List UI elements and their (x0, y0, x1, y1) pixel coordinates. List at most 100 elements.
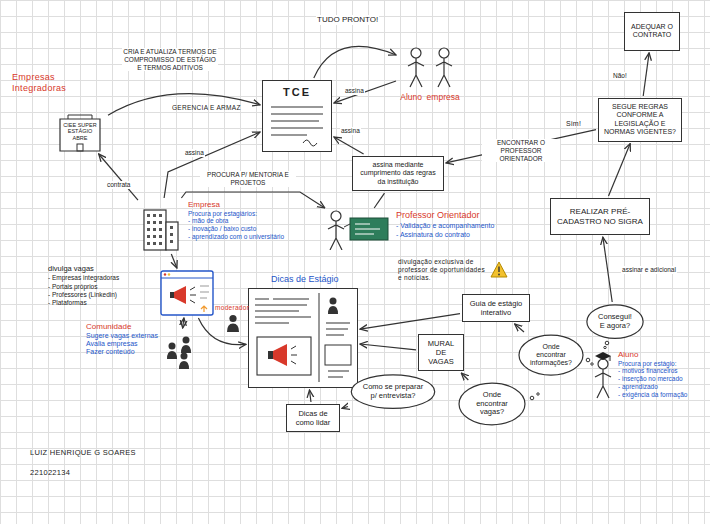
process-box: assina mediante cumprimento das regras d… (352, 156, 444, 191)
moderator-icon (229, 315, 236, 322)
edge-label: assinar e adicional (618, 258, 680, 276)
company-building-part (144, 210, 166, 250)
process-box: Dicas de como lidar (286, 404, 340, 432)
figure-captions: Alunoempresa (398, 92, 462, 102)
browser-frame-part (201, 306, 207, 312)
node-text: CIEE SUPER ESTÁGIO ABRE (60, 122, 100, 141)
connector-arrow (342, 407, 348, 409)
community-figures-part (179, 361, 189, 369)
browser-frame-part (161, 278, 213, 279)
free-label-text: LUIZ HENRIQUE G SOARES (30, 448, 136, 457)
node-text: - Portais próprios (48, 283, 152, 291)
actor-figures: Alunoempresa (398, 46, 462, 102)
document-lines-part (303, 140, 317, 146)
edge-label-text: Não! (612, 72, 628, 80)
free-label: GERENCIA E ARMAZ (172, 104, 241, 112)
node-text: - Empresas integradoras (48, 274, 152, 282)
edge-label: TUDO PRONTO! (316, 8, 379, 26)
website-content (249, 289, 356, 386)
company-building-part (170, 233, 173, 236)
free-label-text: Empresas Integradoras (12, 72, 84, 94)
website-content-part (328, 306, 338, 314)
teacher-figure-part (328, 221, 344, 250)
company-building-part (170, 240, 173, 243)
edge-label-text: PROCURA P/ MENTORIA E PROJETOS (200, 171, 296, 187)
node-text: Dicas de como lidar (291, 409, 335, 427)
building-outline-part (60, 119, 100, 151)
agency-building: CIEE SUPER ESTÁGIO ABRE (54, 112, 106, 152)
company-building-part (159, 214, 162, 217)
connector-arrow (310, 390, 312, 402)
connector-arrow (171, 254, 177, 268)
edge-label-text: assina (184, 149, 205, 157)
edge-label: CRIA E ATUALIZA TERMOS DE COMPROMISSO DE… (122, 48, 218, 74)
company-building-part (159, 221, 162, 224)
browser-frame-part (190, 287, 196, 303)
stick-figures-part (411, 48, 421, 58)
company-building-part (153, 235, 156, 238)
company-building-part (159, 242, 162, 245)
node-text: Aluno (400, 92, 422, 102)
community-notes: ComunidadeSugere vagas externasAvalia em… (86, 322, 162, 370)
node-text: - inovação / baixo custo (188, 225, 292, 233)
connector-arrow (108, 94, 260, 116)
node-text: Avalia empresas (86, 340, 162, 348)
building-outline-part (77, 144, 83, 151)
connector-arrow (446, 130, 596, 163)
node-text: Onde encontrar informações? (528, 343, 574, 367)
company-building-part (159, 235, 162, 238)
student-notes: AlunoProcura por estágio:- motivos finan… (618, 350, 704, 408)
website-content-part (328, 371, 349, 377)
node-text: assina mediante cumprimento das regras d… (357, 161, 439, 186)
vacancy-list: divulga vagas- Empresas integradoras- Po… (48, 264, 152, 307)
thought-bubble (605, 341, 609, 345)
company-building-part (147, 221, 150, 224)
warning-icon (498, 267, 499, 273)
building-outline-part (68, 115, 92, 119)
thought-bubble (530, 396, 534, 400)
edge-label-text: assina (340, 127, 361, 135)
edge-label-text: contrata (106, 181, 132, 189)
node-text: Aluno (618, 350, 704, 360)
node-text: ADEQUAR O CONTRATO (629, 23, 675, 40)
connector-arrow (360, 344, 416, 350)
company-building-part (153, 228, 156, 231)
community-figures-part (169, 343, 176, 350)
thought-bubble (604, 346, 606, 348)
edge-label-text: CRIA E ATUALIZA TERMOS DE COMPROMISSO DE… (122, 48, 218, 71)
stick-figures (398, 46, 462, 92)
warning-icon (491, 262, 507, 277)
browser-frame (160, 270, 214, 316)
browser-frame-part (164, 273, 166, 275)
edge-label-text: assinar e adicional (621, 266, 677, 274)
company-node: EmpresaProcura por estagiários:- mão de … (140, 200, 292, 252)
free-label-text: Sim! (566, 120, 581, 128)
edge-label-text: assina (344, 87, 365, 95)
community-figures-part (167, 351, 177, 359)
website-content-part (326, 323, 350, 335)
node-text: - Professores (Linkedin) (48, 291, 152, 299)
connector-arrow (374, 193, 384, 208)
node-text: Dicas de Estágio (271, 274, 339, 284)
cloud-outline-part (459, 383, 525, 425)
document-lines-part (271, 107, 323, 135)
edge-label-text: TUDO PRONTO! (316, 15, 379, 25)
document-box: TCE (262, 80, 332, 152)
thought-cloud: Como se preparar p/ entrevista? (350, 374, 436, 409)
process-box: ADEQUAR O CONTRATO (624, 12, 680, 51)
moderator-icon (227, 315, 239, 332)
teacher-figure-part (344, 224, 350, 227)
student-figure-part (610, 356, 611, 361)
node-text: - Plataformas (48, 299, 152, 307)
thought-cloud: Onde encontrar informações? (518, 334, 584, 376)
node-text: divulga vagas (48, 264, 152, 273)
company-building-part (147, 228, 150, 231)
warning-icon (491, 262, 507, 277)
website-content-part (268, 351, 273, 359)
node-text: Comunidade (86, 322, 162, 332)
node-text: Procura por estágio: (618, 360, 704, 368)
website-content-part (257, 337, 311, 375)
thought-cloud: Onde encontrar vagas? (458, 382, 526, 426)
process-box: Guia de estágio interativo (462, 294, 530, 322)
cloud-outline-part (587, 305, 643, 338)
